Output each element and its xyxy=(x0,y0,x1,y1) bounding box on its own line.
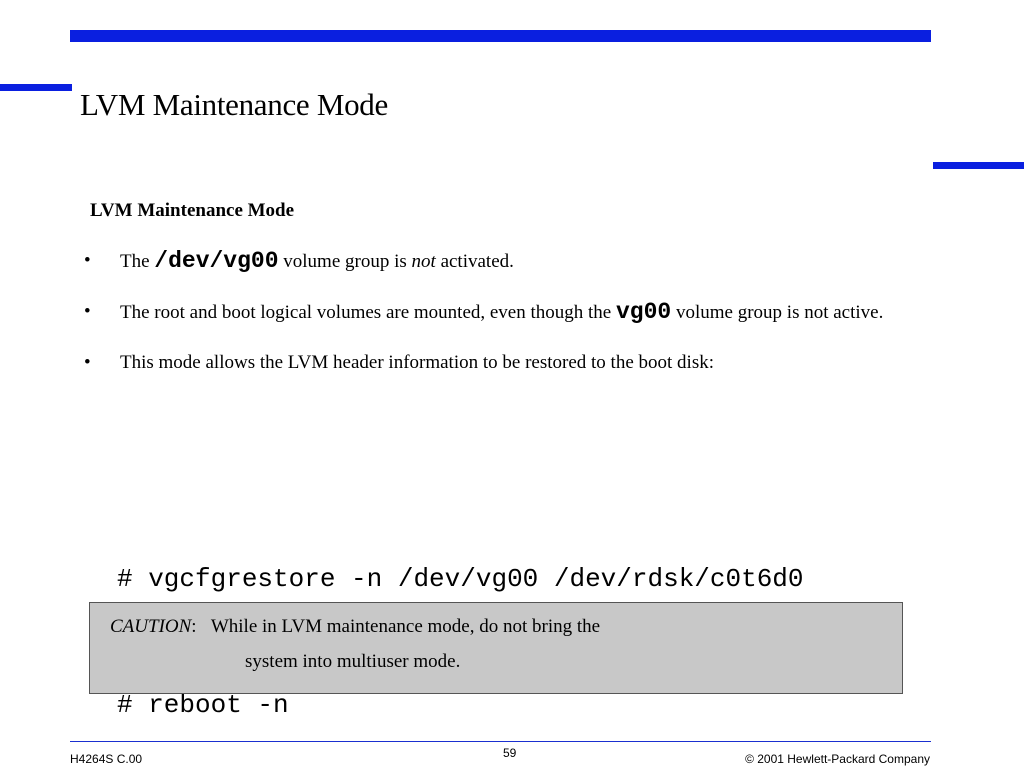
caution-text: While in LVM maintenance mode, do not br… xyxy=(210,616,601,637)
bullet-item: • The /dev/vg00 volume group is not acti… xyxy=(84,244,914,279)
top-accent-bar xyxy=(70,30,931,42)
bullet-text: volume group is not active. xyxy=(671,302,884,323)
bullet-glyph: • xyxy=(84,352,91,373)
bullet-text: volume group is xyxy=(278,251,412,272)
footer-divider xyxy=(70,741,931,742)
bullet-text: The root and boot logical volumes are mo… xyxy=(120,302,616,323)
section-subheading: LVM Maintenance Mode xyxy=(90,200,295,221)
bullet-list: • The /dev/vg00 volume group is not acti… xyxy=(84,244,914,396)
caution-box: CAUTION: While in LVM maintenance mode, … xyxy=(89,602,903,694)
inline-code: /dev/vg00 xyxy=(154,248,279,274)
bullet-text: The xyxy=(120,251,155,272)
caution-text-continued: system into multiuser mode. xyxy=(245,651,461,672)
emphasis-text: not xyxy=(411,251,436,272)
caution-label: CAUTION xyxy=(110,616,192,637)
bullet-glyph: • xyxy=(84,250,91,271)
command-block: # vgcfgrestore -n /dev/vg00 /dev/rdsk/c0… xyxy=(117,474,804,768)
footer-course-code: H4264S C.00 xyxy=(70,752,143,766)
footer-page-number: 59 xyxy=(503,746,517,760)
slide-title: LVM Maintenance Mode xyxy=(80,87,388,122)
command-line: # vgcfgrestore -n /dev/vg00 /dev/rdsk/c0… xyxy=(117,564,804,594)
right-accent-bar xyxy=(933,162,1024,169)
bullet-text: activated. xyxy=(435,251,514,272)
command-line: # reboot -n xyxy=(117,690,289,720)
caution-colon: : xyxy=(191,616,197,637)
footer-copyright: © 2001 Hewlett-Packard Company xyxy=(745,752,930,766)
caution-line: CAUTION: While in LVM maintenance mode, … xyxy=(110,615,600,639)
bullet-text: This mode allows the LVM header informat… xyxy=(120,352,714,373)
bullet-item: • This mode allows the LVM header inform… xyxy=(84,346,914,380)
bullet-item: • The root and boot logical volumes are … xyxy=(84,295,914,330)
left-accent-bar xyxy=(0,84,72,91)
inline-code: vg00 xyxy=(616,299,672,325)
bullet-glyph: • xyxy=(84,301,91,322)
